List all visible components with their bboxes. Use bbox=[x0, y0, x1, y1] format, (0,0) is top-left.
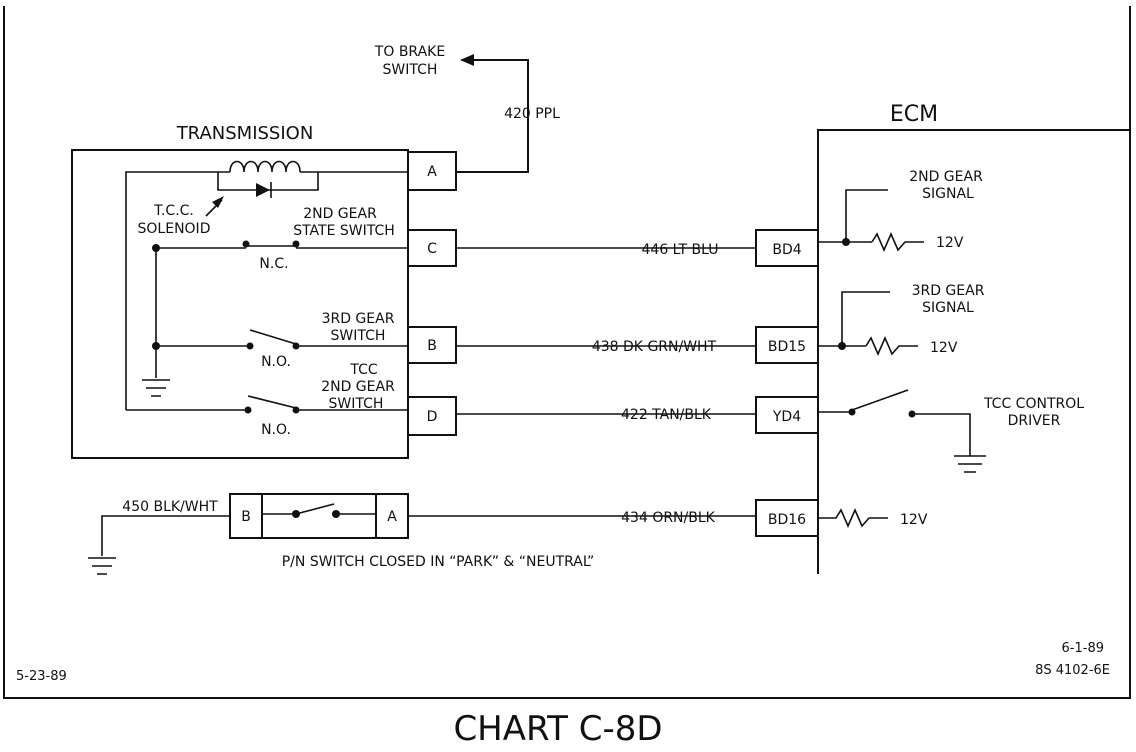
ground-icon-pn bbox=[88, 557, 116, 575]
doc-number: 8S 4102-6E bbox=[1035, 663, 1110, 678]
resistor-icon-3rd bbox=[865, 336, 918, 356]
brake-arrow-icon bbox=[460, 54, 474, 66]
switch-tcc-state: N.O. bbox=[261, 422, 291, 438]
pin-a bbox=[407, 151, 457, 191]
wire-438-label: 438 DK GRN/WHT bbox=[592, 339, 717, 355]
ecm-boundary bbox=[817, 129, 1130, 574]
resistor-icon-bd16 bbox=[818, 508, 888, 528]
tcc-driver-ground-wire bbox=[912, 413, 971, 456]
solenoid-label-2: SOLENOID bbox=[138, 221, 211, 237]
pn-pin-b bbox=[229, 493, 263, 539]
signal-3rd-dot bbox=[838, 342, 846, 350]
ecm-title: ECM bbox=[890, 102, 938, 127]
page-frame bbox=[3, 6, 1131, 699]
switch-3rd-label-1: 3RD GEAR bbox=[322, 311, 395, 327]
wire-420 bbox=[456, 59, 529, 173]
wire-450-label: 450 BLK/WHT bbox=[122, 499, 218, 515]
ecm-terminal-yd4 bbox=[755, 396, 819, 434]
signal-2nd-label-1: 2ND GEAR bbox=[909, 169, 983, 185]
date-right: 6-1-89 bbox=[1062, 641, 1104, 656]
signal-3rd-label-1: 3RD GEAR bbox=[912, 283, 985, 299]
pn-pin-a-label: A bbox=[387, 509, 397, 525]
voltage-2nd: 12V bbox=[936, 235, 964, 251]
pn-pin-b-label: B bbox=[241, 509, 251, 525]
resistor-icon-2nd bbox=[871, 232, 924, 252]
switch-3rd-label-2: SWITCH bbox=[331, 328, 386, 344]
transmission-box bbox=[71, 149, 409, 459]
pin-b bbox=[407, 326, 457, 364]
signal-2nd-branch bbox=[845, 189, 888, 242]
chart-title: CHART C-8D bbox=[453, 709, 662, 749]
diode-icon bbox=[256, 183, 270, 197]
ecm-terminal-yd4-label: YD4 bbox=[772, 409, 801, 425]
tcc-driver-label-2: DRIVER bbox=[1008, 413, 1061, 429]
voltage-3rd: 12V bbox=[930, 340, 958, 356]
switch-2nd-label-1: 2ND GEAR bbox=[303, 206, 377, 222]
ecm-terminal-bd16 bbox=[755, 499, 819, 537]
tcc-driver-label-1: TCC CONTROL bbox=[983, 396, 1084, 412]
brake-switch-label-2: SWITCH bbox=[383, 62, 438, 78]
switch-3rd-state: N.O. bbox=[261, 354, 291, 370]
coil-icon bbox=[229, 160, 301, 173]
switch-tcc-label-1: TCC bbox=[349, 362, 378, 378]
signal-2nd-dot bbox=[842, 238, 850, 246]
diode-loop bbox=[217, 172, 319, 191]
ecm-terminal-bd4 bbox=[755, 229, 819, 267]
pin-a-label: A bbox=[427, 164, 437, 180]
brake-switch-label-1: TO BRAKE bbox=[374, 44, 445, 60]
switch-2nd-label-2: STATE SWITCH bbox=[293, 223, 395, 239]
date-left: 5-23-89 bbox=[16, 669, 67, 684]
switch-tcc-label-3: SWITCH bbox=[329, 396, 384, 412]
switch-2nd-state: N.C. bbox=[259, 256, 288, 272]
signal-2nd-label-2: SIGNAL bbox=[922, 186, 974, 202]
ecm-terminal-bd15-label: BD15 bbox=[768, 339, 806, 355]
signal-3rd-branch bbox=[841, 291, 890, 346]
pn-switch-blade bbox=[295, 503, 335, 515]
transmission-title: TRANSMISSION bbox=[176, 123, 314, 144]
voltage-bd16: 12V bbox=[900, 512, 928, 528]
ground-icon-transmission bbox=[142, 379, 170, 397]
ecm-terminal-bd15 bbox=[755, 326, 819, 364]
switch-2nd-contact-l bbox=[242, 240, 250, 248]
wire-434-label: 434 ORN/BLK bbox=[621, 510, 716, 526]
ground-icon-tcc-driver bbox=[954, 455, 986, 473]
ecm-terminal-bd16-label: BD16 bbox=[768, 512, 806, 528]
solenoid-label-1: T.C.C. bbox=[153, 203, 194, 219]
pin-d-label: D bbox=[427, 409, 438, 425]
solenoid-pointer-head-icon bbox=[212, 196, 224, 208]
pin-c-label: C bbox=[427, 241, 437, 257]
pn-switch-caption: P/N SWITCH CLOSED IN “PARK” & “NEUTRAL” bbox=[282, 554, 595, 570]
wire-450 bbox=[101, 515, 230, 556]
wire-420-label: 420 PPL bbox=[504, 106, 560, 122]
switch-tcc-blade bbox=[247, 395, 297, 409]
tcc-driver-contact-l bbox=[848, 408, 856, 416]
pin-b-label: B bbox=[427, 338, 437, 354]
wire-422-label: 422 TAN/BLK bbox=[621, 407, 712, 423]
wire-446-label: 446 LT BLU bbox=[642, 242, 719, 258]
switch-tcc-label-2: 2ND GEAR bbox=[321, 379, 395, 395]
pin-d bbox=[407, 396, 457, 436]
switch-2nd-contact-r bbox=[292, 240, 300, 248]
solenoid-left-wire bbox=[125, 171, 230, 410]
switch-3rd-contact-l bbox=[246, 342, 254, 350]
signal-3rd-label-2: SIGNAL bbox=[922, 300, 974, 316]
pn-pin-a bbox=[375, 493, 409, 539]
switch-3rd-blade bbox=[249, 329, 297, 345]
switch-tcc-contact-l bbox=[244, 406, 252, 414]
tcc-driver-blade bbox=[851, 389, 909, 411]
ecm-terminal-bd4-label: BD4 bbox=[772, 242, 801, 258]
